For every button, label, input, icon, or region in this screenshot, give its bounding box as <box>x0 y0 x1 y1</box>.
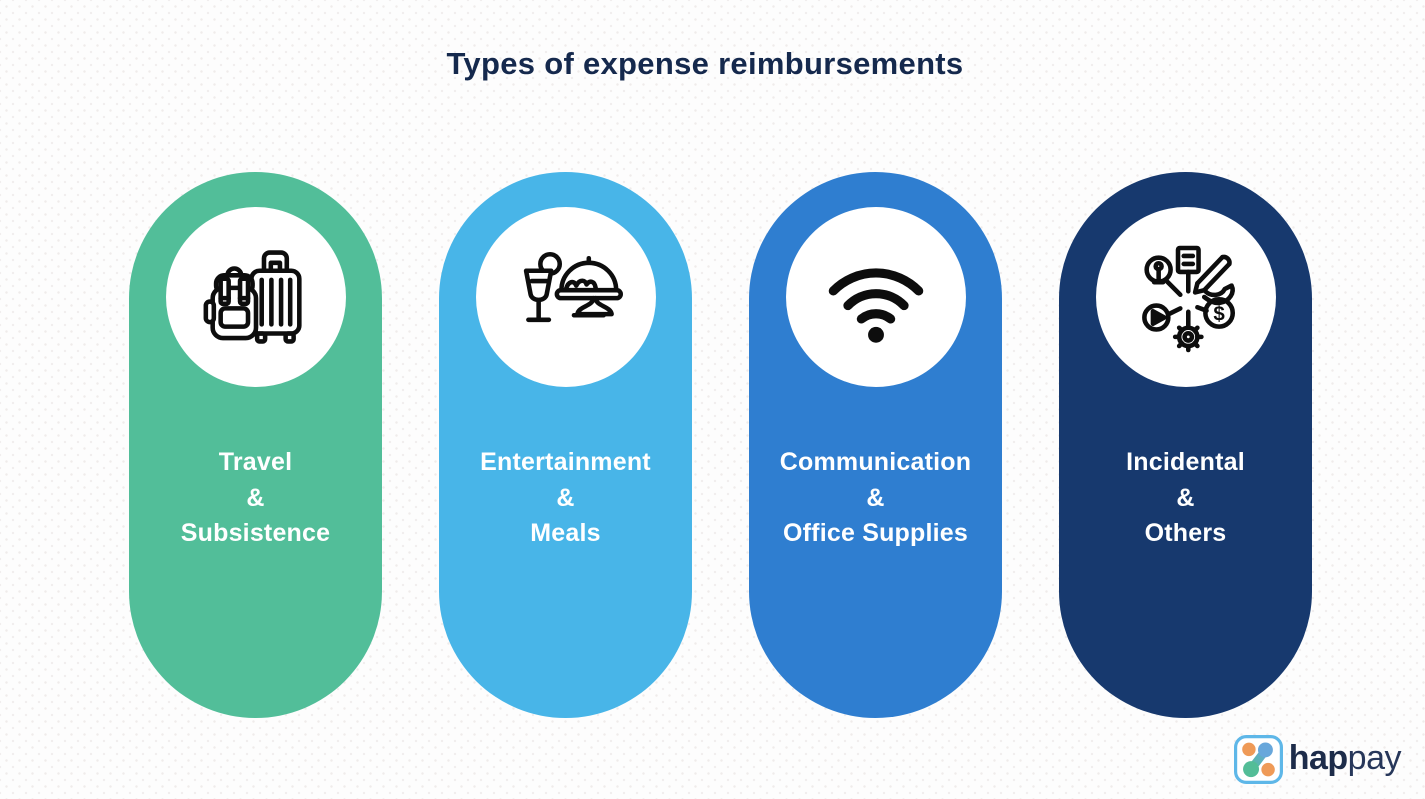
card-travel-subsistence: Travel & Subsistence <box>129 172 382 718</box>
wordmark-bold: hap <box>1288 738 1348 777</box>
icon-circle <box>785 207 966 387</box>
meal-icon <box>523 251 623 323</box>
icon-circle: $ <box>1095 207 1276 387</box>
miscellaneous-icon: $ <box>1141 245 1235 353</box>
happay-logo-icon <box>1233 735 1283 784</box>
card-label: Incidental & Others <box>1126 448 1245 547</box>
card-communication-office-supplies: Communication & Office Supplies <box>749 172 1002 718</box>
category-pill-row: Travel & Subsistence <box>129 172 1312 718</box>
wordmark-light: pay <box>1347 738 1402 777</box>
happay-wordmark: happay <box>1288 738 1402 779</box>
luggage-icon <box>203 250 302 344</box>
card-label: Entertainment & Meals <box>480 448 651 547</box>
card-incidental-others: $ Incidental & Others <box>1059 172 1312 718</box>
page-title: Types of expense reimbursements <box>446 46 964 81</box>
icon-circle <box>475 207 656 387</box>
svg-text:$: $ <box>1213 302 1225 325</box>
wifi-icon <box>828 268 923 343</box>
card-entertainment-meals: Entertainment & Meals <box>439 172 692 718</box>
icon-circle <box>165 207 346 387</box>
happay-logo: happay <box>1233 735 1402 784</box>
card-label: Travel & Subsistence <box>180 448 331 547</box>
card-label: Communication & Office Supplies <box>779 448 972 547</box>
